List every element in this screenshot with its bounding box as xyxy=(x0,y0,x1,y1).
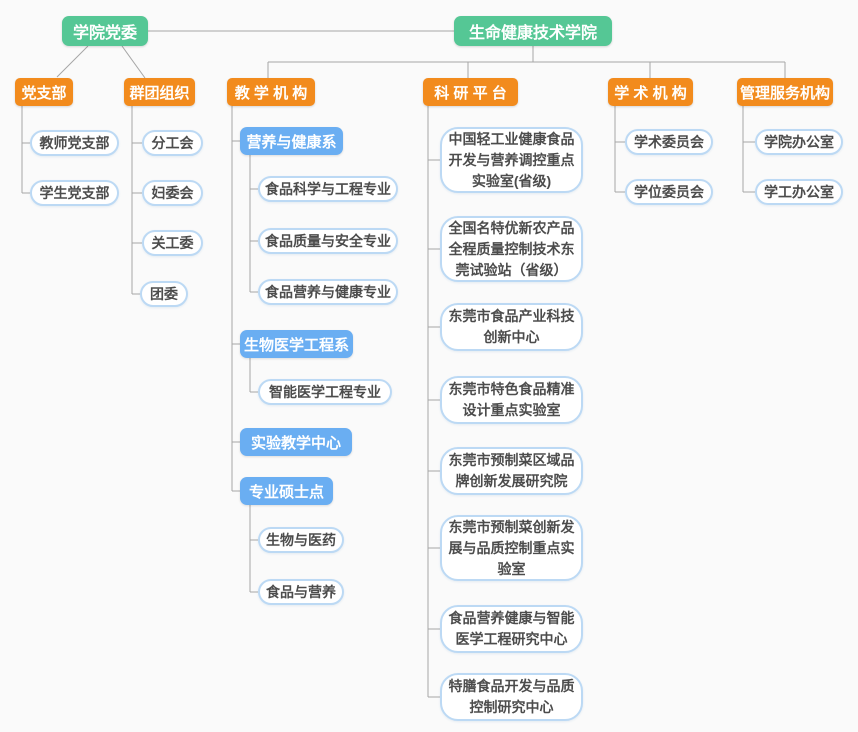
node-labor-union: 分工会 xyxy=(142,130,203,156)
node-college-root: 生命健康技术学院 xyxy=(454,16,612,46)
node-station-agri-product-quality-control: 全国名特优新农产品全程质量控制技术东莞试验站（省级） xyxy=(440,216,583,282)
node-care-next-generation-committee: 关工委 xyxy=(142,230,203,256)
node-women-committee: 妇委会 xyxy=(142,180,203,206)
node-admin-service-organizations: 管理服务机构 xyxy=(737,78,833,106)
node-student-affairs-office: 学工办公室 xyxy=(755,179,843,205)
node-college-office: 学院办公室 xyxy=(755,129,843,155)
node-food-science-engineering-major: 食品科学与工程专业 xyxy=(258,176,398,202)
node-biomedical-engineering-dept: 生物医学工程系 xyxy=(240,330,353,358)
node-intelligent-medical-engineering-major: 智能医学工程专业 xyxy=(258,379,392,405)
node-lab-light-industry-healthy-food: 中国轻工业健康食品开发与营养调控重点实验室(省级) xyxy=(440,127,583,193)
node-center-food-industry-innovation: 东莞市食品产业科技创新中心 xyxy=(440,303,583,351)
node-degree-committee: 学位委员会 xyxy=(625,179,713,205)
node-lab-premade-dish-quality-control: 东莞市预制菜创新发展与品质控制重点实验室 xyxy=(440,515,583,581)
node-professional-master-programs: 专业硕士点 xyxy=(240,477,333,505)
node-food-nutrition-health-major: 食品营养与健康专业 xyxy=(258,279,398,305)
node-mass-organizations: 群团组织 xyxy=(124,78,195,106)
node-party-committee: 学院党委 xyxy=(62,16,148,46)
node-food-quality-safety-major: 食品质量与安全专业 xyxy=(258,228,398,254)
node-center-nutrition-intelligent-medical: 食品营养健康与智能医学工程研究中心 xyxy=(440,605,583,653)
node-biology-medicine-program: 生物与医药 xyxy=(258,527,344,553)
node-experimental-teaching-center: 实验教学中心 xyxy=(240,428,352,456)
node-academic-committee: 学术委员会 xyxy=(625,129,713,155)
node-lab-featured-food-precision-design: 东莞市特色食品精准设计重点实验室 xyxy=(440,376,583,424)
node-center-special-diet-food: 特膳食品开发与品质控制研究中心 xyxy=(440,673,583,721)
node-nutrition-health-dept: 营养与健康系 xyxy=(240,127,343,155)
node-food-nutrition-program: 食品与营养 xyxy=(258,579,344,605)
node-academic-organizations: 学 术 机 构 xyxy=(608,78,693,106)
node-youth-league-committee: 团委 xyxy=(140,281,188,307)
node-teacher-party-branch: 教师党支部 xyxy=(30,130,119,156)
node-teaching-organizations: 教 学 机 构 xyxy=(227,78,315,106)
node-institute-premade-dish-brand: 东莞市预制菜区域品牌创新发展研究院 xyxy=(440,447,583,495)
node-party-branches: 党支部 xyxy=(15,78,73,106)
node-research-platforms: 科 研 平 台 xyxy=(423,78,518,106)
node-student-party-branch: 学生党支部 xyxy=(30,180,119,206)
